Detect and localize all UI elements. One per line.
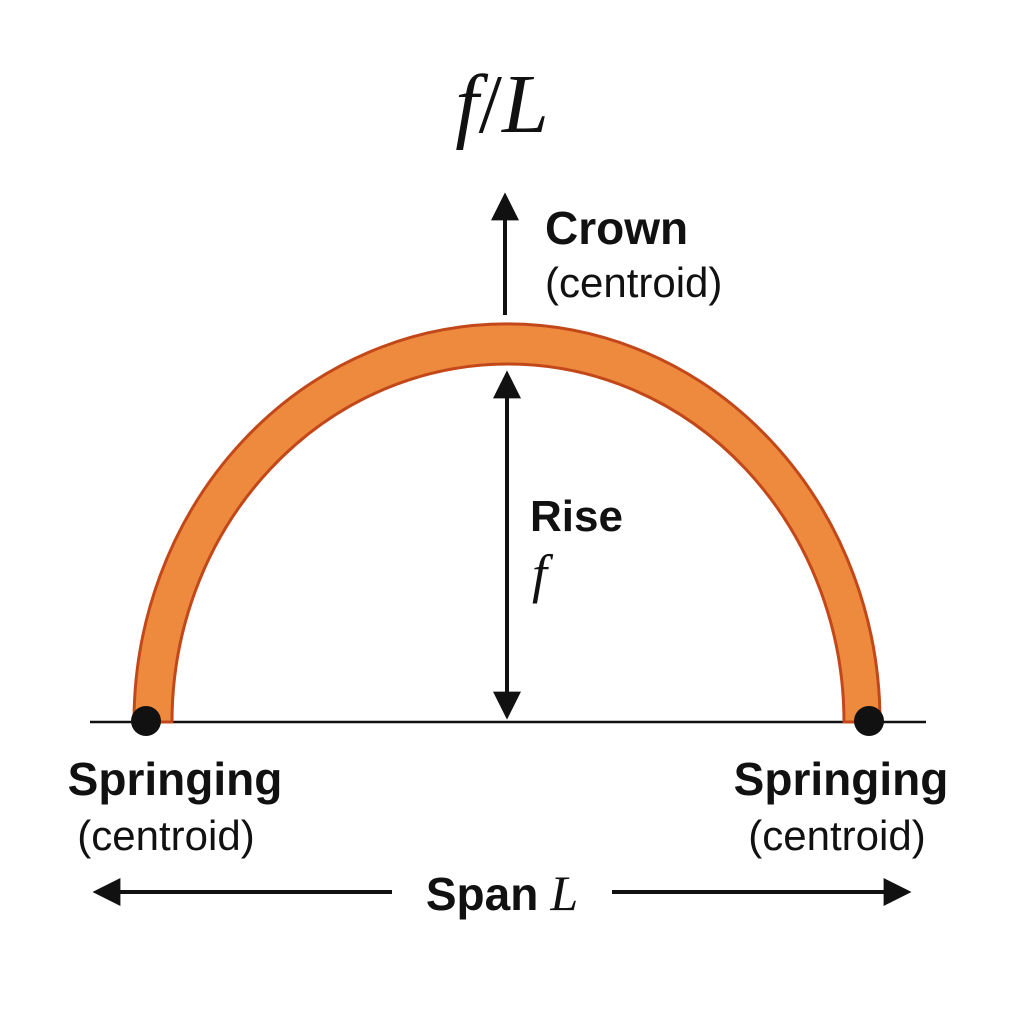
rise-label: Rise — [530, 492, 623, 541]
title-ratio: f/L — [455, 58, 548, 151]
springing-left-label: Springing — [68, 753, 283, 805]
springing-right-label: Springing — [734, 753, 949, 805]
title-denominator: L — [501, 58, 549, 151]
springing-right-sublabel: (centroid) — [748, 812, 925, 859]
crown-label: Crown — [545, 202, 688, 254]
springing-point-left — [131, 706, 161, 736]
springing-point-right — [854, 706, 884, 736]
rise-symbol: f — [532, 544, 554, 604]
span-text: Span — [426, 868, 538, 920]
springing-left-sublabel: (centroid) — [77, 812, 254, 859]
span-symbol: L — [549, 865, 578, 921]
title-slash: / — [479, 58, 503, 151]
crown-sublabel: (centroid) — [545, 259, 722, 306]
